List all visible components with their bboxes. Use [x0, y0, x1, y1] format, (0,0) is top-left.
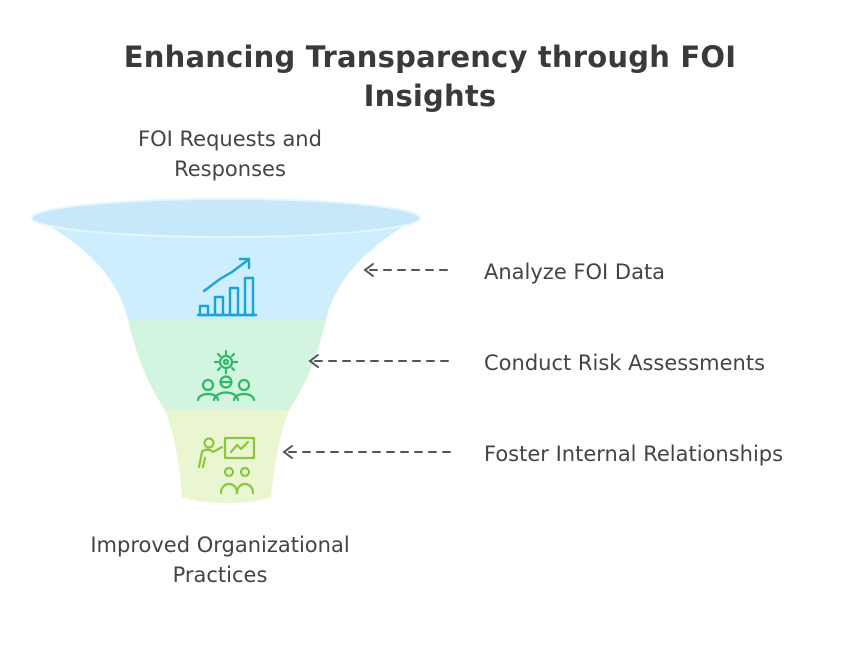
bar-chart-growth-icon: [196, 257, 258, 317]
funnel-stage-2: [128, 320, 326, 410]
funnel-input-caption: FOI Requests and Responses: [138, 127, 322, 181]
diagram-title: Enhancing Transparency through FOI Insig…: [123, 40, 737, 113]
funnel-output-caption: Improved Organizational Practices: [90, 533, 350, 587]
presentation-team-icon: [197, 436, 256, 495]
funnel-stage-3: [165, 410, 289, 503]
stage-label-relationships: Foster Internal Relationships: [484, 442, 784, 466]
funnel-stage-1: [31, 198, 421, 320]
gear-team-icon: [196, 349, 256, 402]
arrow-stage-1: [363, 263, 453, 277]
stage-label-analyze: Analyze FOI Data: [484, 260, 666, 284]
stage-label-risk: Conduct Risk Assessments: [484, 351, 766, 375]
arrow-stage-3: [282, 445, 453, 459]
arrow-stage-2: [308, 354, 453, 368]
